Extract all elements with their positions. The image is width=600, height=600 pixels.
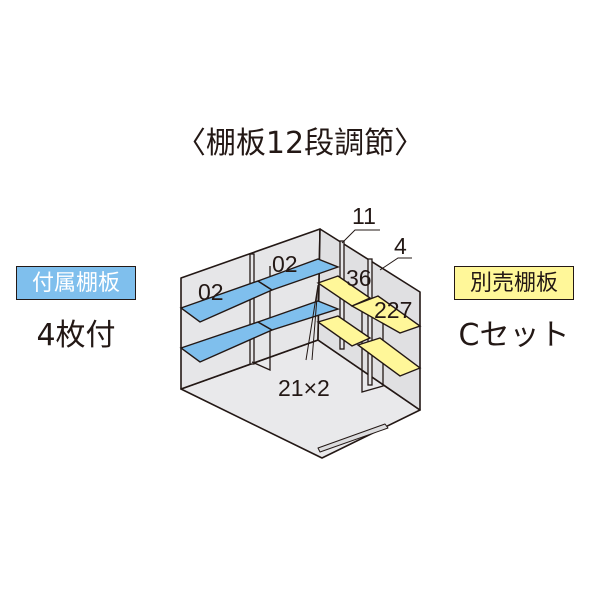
page-title: 〈棚板12段調節〉 xyxy=(175,126,425,161)
callout-line-11 xyxy=(341,229,380,244)
callout-line-4 xyxy=(379,257,412,271)
optional-shelves-badge: 別売棚板 xyxy=(454,266,574,300)
label-left-shelf: 02 xyxy=(198,279,224,305)
label-bottom-callout: 21×2 xyxy=(278,375,330,401)
optional-shelves-set: Cセット xyxy=(458,318,570,353)
label-top-callout: 11 xyxy=(352,203,376,229)
label-yellow-upper: 36 xyxy=(346,265,372,291)
included-shelves-badge: 付属棚板 xyxy=(16,266,136,300)
yellow-shelf-lower-b xyxy=(356,337,422,377)
yellow-shelf-upper-a xyxy=(316,275,372,307)
label-right-callout: 4 xyxy=(394,233,407,259)
blue-shelf-lower-mid xyxy=(256,300,341,331)
label-middle-shelf: 02 xyxy=(272,251,298,277)
label-yellow-right: 227 xyxy=(374,297,412,323)
included-shelves-count: 4枚付 xyxy=(36,318,116,353)
callout-line-21x2 xyxy=(305,284,319,361)
door-sill xyxy=(317,423,389,453)
blue-shelf-upper-mid xyxy=(256,258,340,291)
yellow-shelf-lower-a xyxy=(316,315,372,347)
yellow-shelf-upper-b xyxy=(350,295,422,334)
